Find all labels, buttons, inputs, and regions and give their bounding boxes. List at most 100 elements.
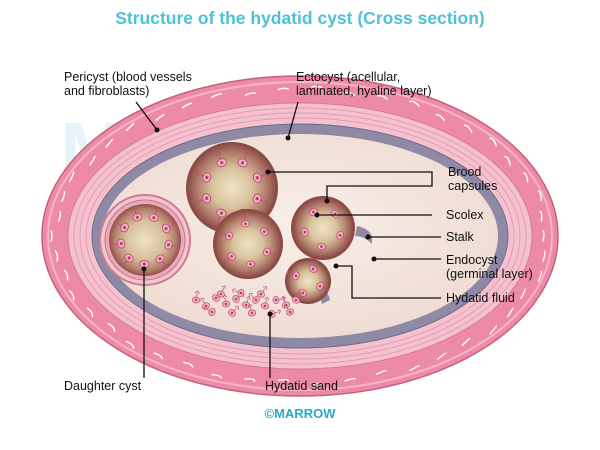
leader-lines: [135, 101, 441, 378]
scolex: [195, 170, 212, 183]
scolex: [219, 230, 233, 241]
blood-vessel-mark: [244, 92, 257, 96]
blood-vessel-mark: [211, 374, 223, 379]
blood-vessel-mark: [539, 210, 543, 222]
scolex: [294, 227, 309, 237]
blood-vessel-mark: [437, 352, 447, 360]
scolex: [252, 193, 269, 206]
blood-vessel-mark: [504, 155, 511, 166]
scolex: [109, 238, 126, 249]
scolex: [223, 252, 236, 263]
scolex: [232, 288, 245, 298]
page-title: Structure of the hydatid cyst (Cross sec…: [115, 8, 485, 28]
daughter-cyst: [99, 194, 191, 286]
blood-vessel-mark: [86, 307, 94, 318]
brood-capsule: [285, 258, 331, 304]
blood-vessel-mark: [343, 91, 356, 96]
blood-vessel-mark: [489, 325, 498, 335]
ectocyst-label-line-2: laminated, hyaline layer): [296, 84, 432, 98]
brood-capsules-leader-2: [326, 178, 433, 201]
blood-vessel-mark: [461, 337, 471, 347]
hydatid-fluid-label: Hydatid fluid: [446, 291, 515, 305]
hydatid-sand: [191, 285, 302, 319]
scolex: [308, 259, 319, 273]
brood-capsules-label-line-1: Brood: [448, 165, 482, 179]
scolex: [131, 206, 143, 222]
scolex: [292, 291, 302, 304]
scolex: [260, 225, 273, 236]
blood-vessel-mark: [522, 172, 529, 183]
blood-vessel-mark: [463, 124, 473, 133]
daughter-cyst-label: Daughter cyst: [64, 379, 142, 393]
scolex: [237, 151, 250, 168]
brood-capsules-label: Brood capsules: [448, 165, 497, 193]
pericyst-leader: [135, 101, 158, 131]
scolex: [214, 208, 227, 225]
blood-vessel-mark: [344, 377, 356, 382]
scolex: [121, 253, 134, 267]
pericyst-label-line-1: Pericyst (blood vessels: [64, 70, 192, 84]
blood-vessel-mark: [506, 307, 514, 318]
daughter-cyst-scolices: [109, 206, 180, 276]
scolex: [203, 306, 216, 316]
blood-vessel-mark: [537, 190, 542, 202]
scolex: [260, 296, 270, 310]
leader-dots: [141, 127, 377, 317]
scolex: [263, 247, 277, 258]
blood-vessel-mark: [89, 155, 96, 166]
blood-vessel-mark: [520, 288, 526, 300]
blood-vessel-mark: [211, 93, 223, 98]
scolex: [216, 285, 227, 298]
scolex: [139, 259, 150, 276]
blood-vessel-mark: [409, 100, 420, 107]
blood-vessel-mark: [105, 138, 114, 148]
scolex: [246, 260, 255, 275]
scolex: [241, 213, 250, 228]
scolex: [336, 230, 350, 241]
brood-capsules-leader: [268, 171, 433, 178]
blood-vessel-mark: [489, 137, 498, 147]
blood-vessel-mark: [125, 122, 135, 132]
blood-vessel-mark: [63, 269, 69, 281]
blood-vessel-mark: [277, 379, 290, 382]
blood-vessel-marks: [50, 85, 546, 386]
ectocyst-label: Ectocyst (acellular, laminated, hyaline …: [296, 70, 432, 98]
ectocyst-leader: [287, 101, 299, 139]
brood-capsule: [291, 196, 355, 260]
brood-capsules-label-line-2: capsules: [448, 179, 498, 193]
hydatid-fluid-leader: [336, 265, 441, 299]
blood-vessel-mark: [311, 85, 323, 89]
blood-vessel-mark: [68, 171, 75, 182]
scolex: [247, 303, 257, 317]
blood-vessel-mark: [57, 210, 61, 222]
blood-vessel-mark: [153, 352, 163, 360]
scolex: [252, 171, 269, 183]
scolex: [316, 281, 330, 292]
blood-vessel-mark: [277, 87, 289, 91]
blood-vessel-mark: [54, 250, 59, 262]
scolex: [215, 151, 227, 168]
scolex: [155, 254, 168, 268]
pericyst-label-line-2: and fibroblasts): [64, 84, 150, 98]
blood-vessel-mark: [61, 190, 66, 202]
endocyst-label: Endocyst (germinal layer): [446, 253, 533, 281]
pericyst-label: Pericyst (blood vessels and fibroblasts): [64, 70, 192, 98]
scolex-label: Scolex: [446, 208, 484, 222]
copyright-text: ©MARROW: [264, 406, 336, 421]
blood-vessel-mark: [244, 378, 256, 382]
brood-capsule: [213, 209, 283, 279]
hydatid-sand-label: Hydatid sand: [265, 379, 338, 393]
endocyst-label-line-1: Endocyst: [446, 253, 498, 267]
blood-vessel-mark: [107, 322, 116, 333]
scolex: [195, 193, 212, 205]
blood-vessel-mark: [537, 270, 543, 282]
blood-vessel-mark: [542, 230, 545, 242]
endocyst-label-line-2: (germinal layer): [446, 267, 533, 281]
scolex: [161, 221, 177, 234]
blood-vessel-mark: [311, 382, 323, 386]
scolex: [249, 293, 260, 304]
blood-vessel-mark: [155, 113, 165, 122]
scolex: [164, 239, 180, 250]
scolex: [286, 270, 300, 281]
scolex: [148, 207, 160, 222]
